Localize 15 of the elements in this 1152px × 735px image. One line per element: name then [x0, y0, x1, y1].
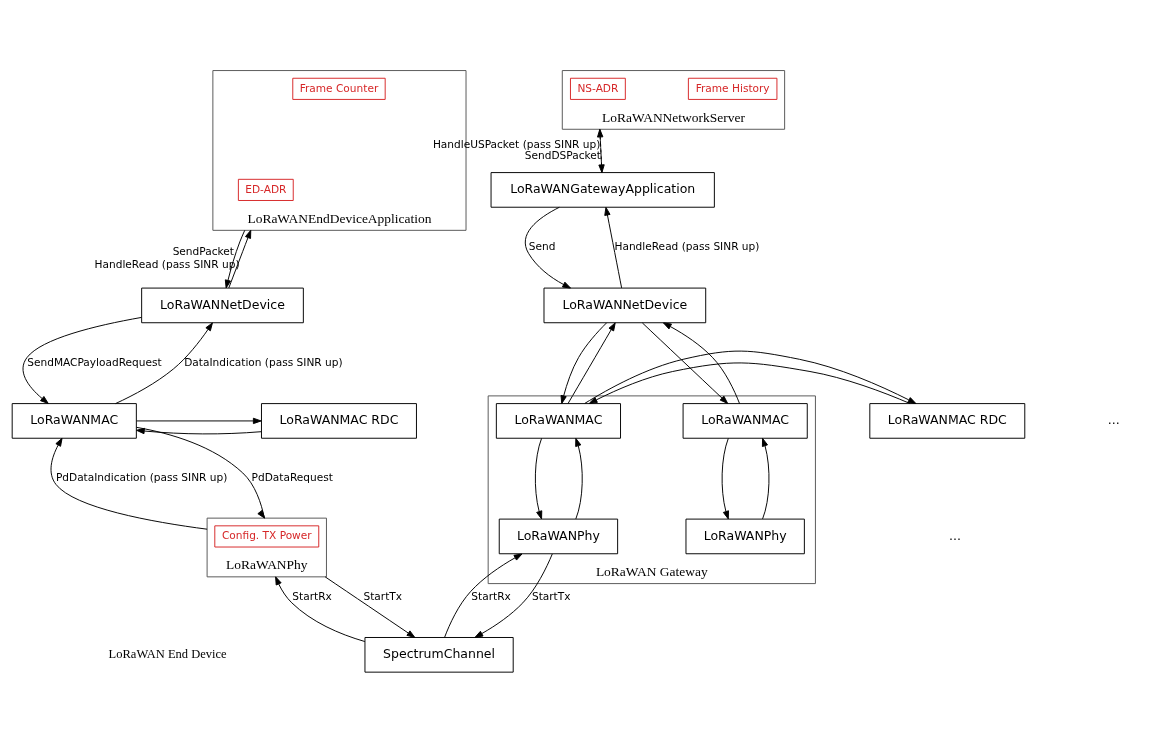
- edge-label: PdDataIndication (pass SINR up): [55, 471, 228, 484]
- edge-label: StartRx: [292, 589, 332, 602]
- edge-label: HandleRead (pass SINR up): [614, 240, 760, 253]
- edge-label: StartTx: [531, 589, 571, 602]
- edge-label: PdDataRequest: [251, 471, 333, 484]
- label: ...: [1107, 412, 1120, 428]
- edge-label: StartTx: [363, 589, 403, 602]
- edge-label: SendMACPayloadRequest: [27, 355, 162, 368]
- edge-label: DataIndication (pass SINR up): [184, 355, 343, 368]
- edge-label: SendPacket: [172, 245, 234, 258]
- edge-label: Send: [528, 240, 556, 253]
- edge-label: SendDSPacket: [524, 149, 601, 162]
- edge-label: StartRx: [471, 589, 511, 602]
- label: LoRaWAN End Device: [108, 647, 227, 662]
- label: ...: [949, 527, 961, 543]
